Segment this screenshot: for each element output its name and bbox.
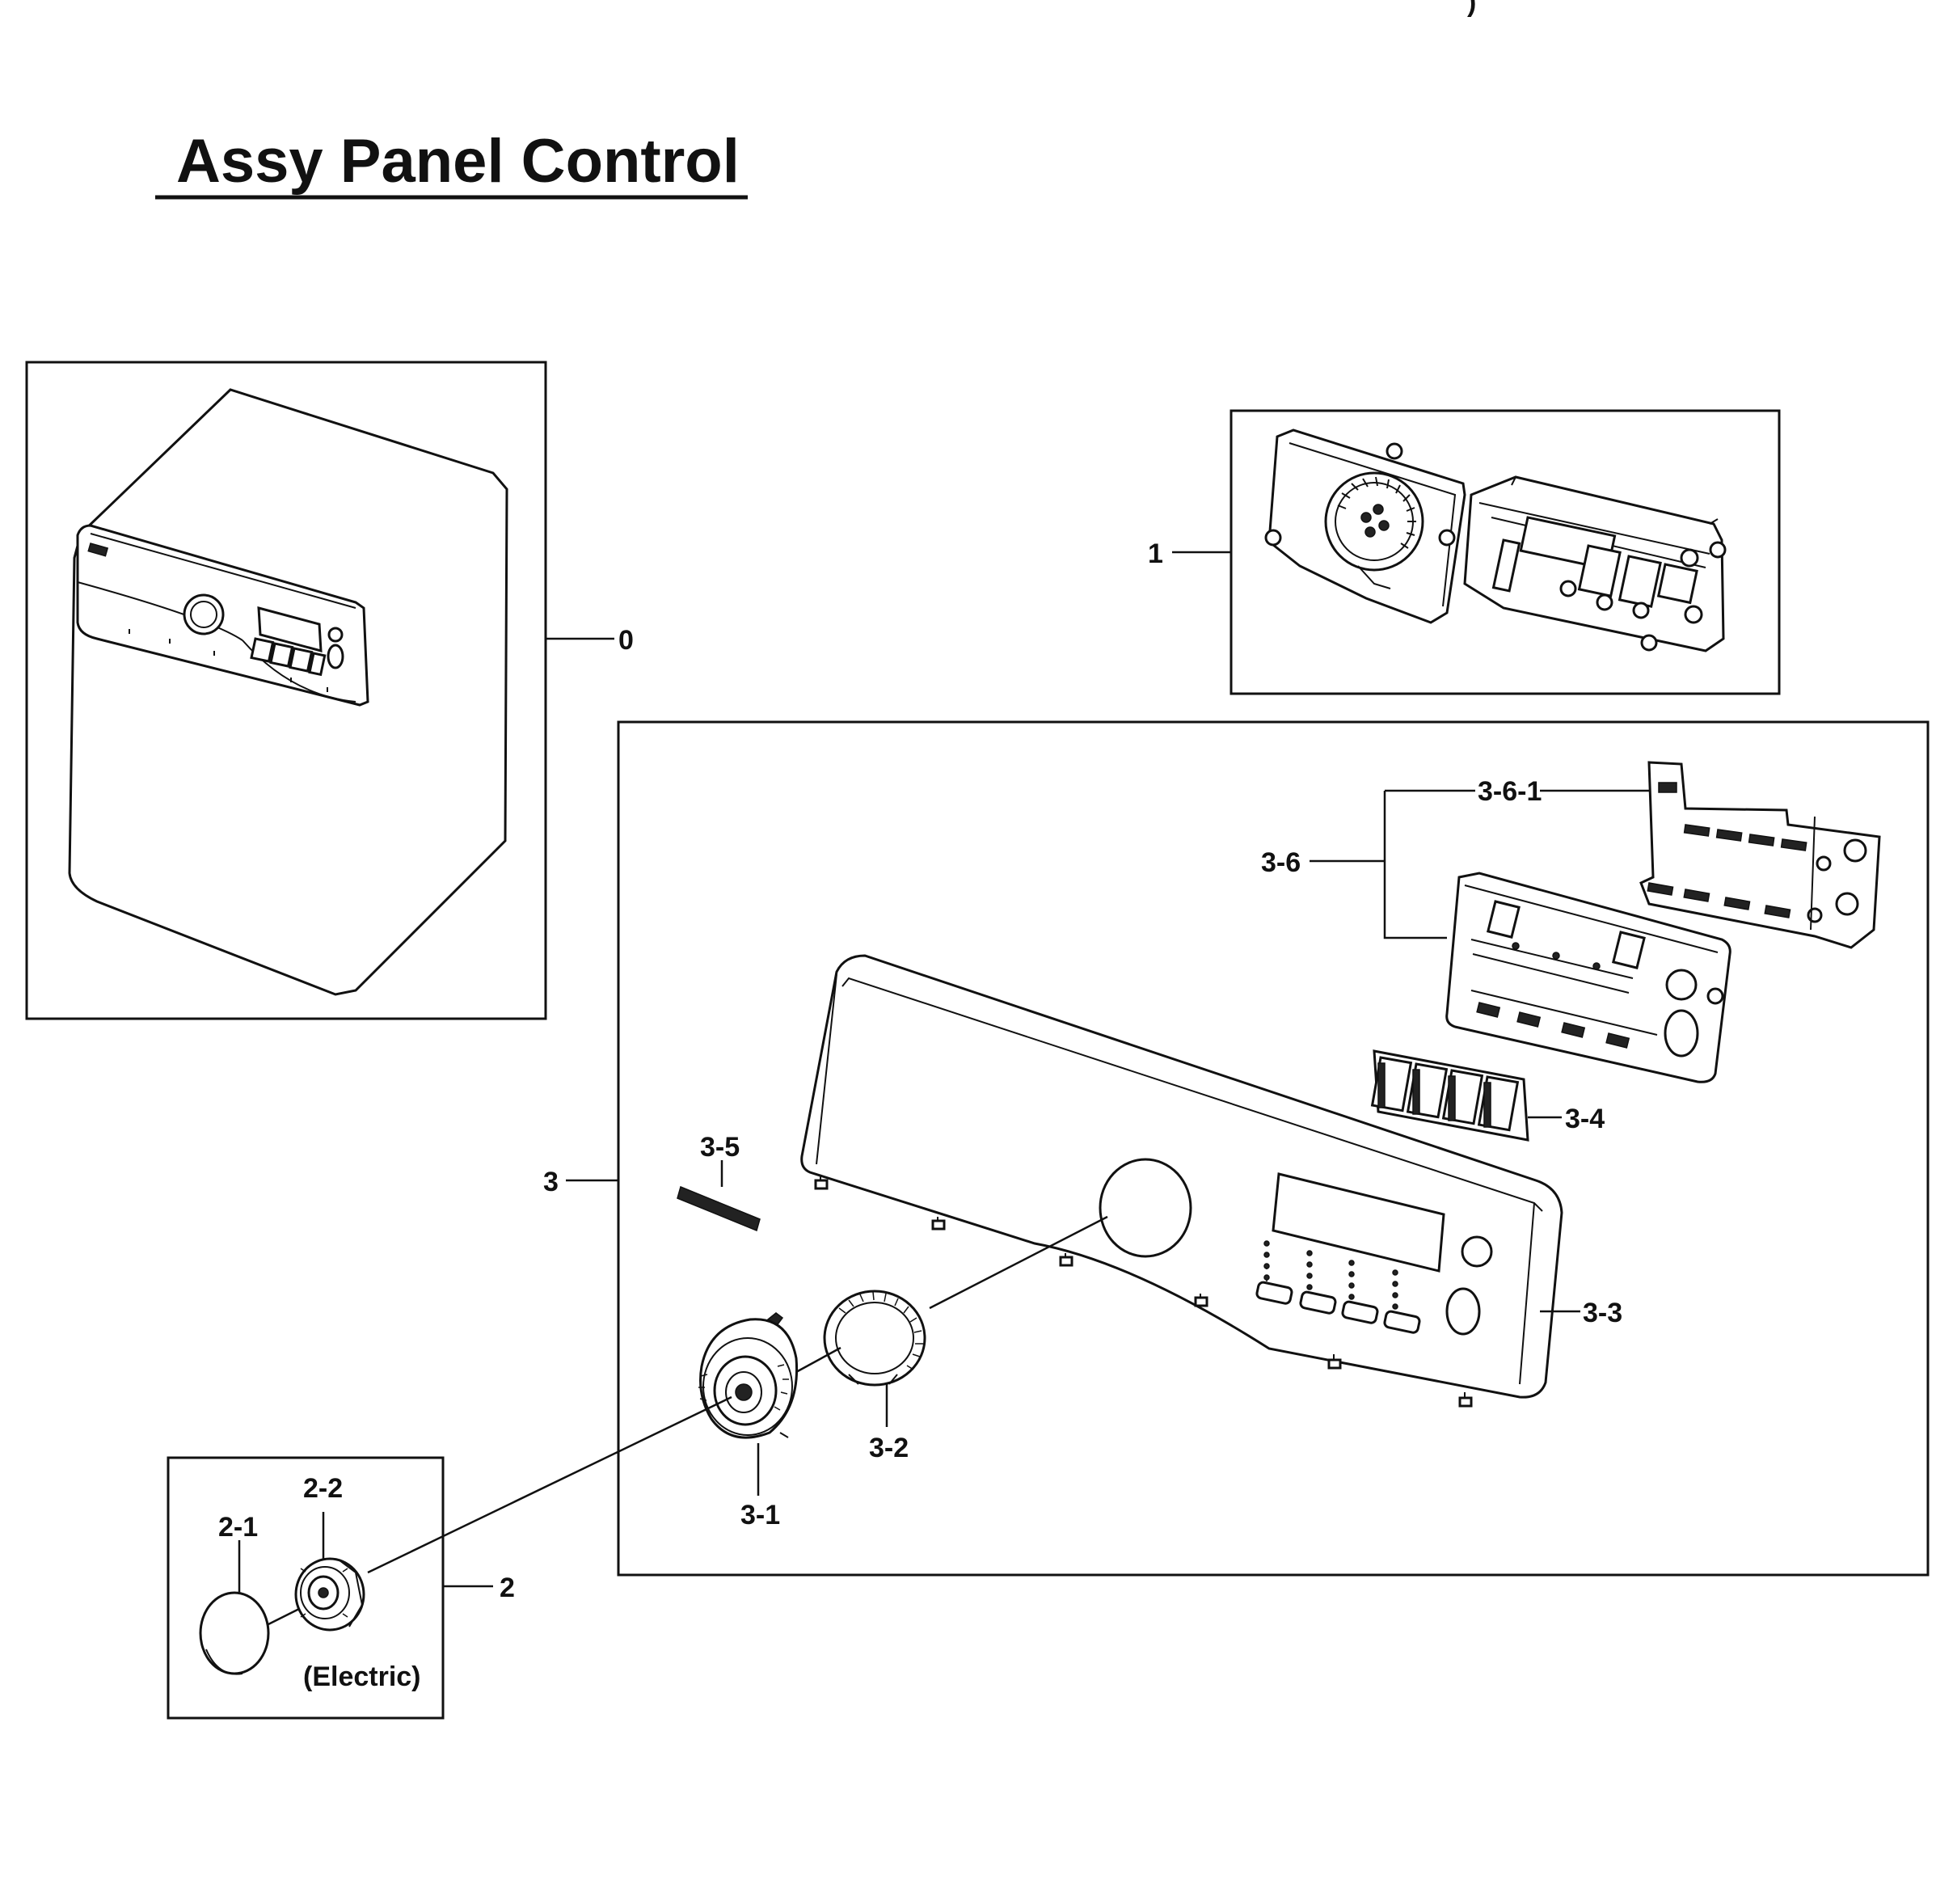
knob-cap-illustration — [199, 1591, 270, 1675]
button-set-illustration — [1370, 1049, 1529, 1142]
callout-3-4: 3-4 — [1565, 1104, 1605, 1134]
callout-3-5: 3-5 — [700, 1132, 740, 1163]
part-group-1: 1 — [1148, 409, 1781, 695]
explode-line-knob-electric — [367, 1395, 732, 1574]
explode-line-panel-ring — [929, 1215, 1108, 1310]
pcb-board-illustration — [1445, 872, 1731, 1083]
frame-2 — [167, 1456, 445, 1720]
part-group-3: 3-3 — [543, 720, 1930, 1577]
callout-3-6-1: 3-6-1 — [1478, 776, 1542, 807]
callout-2: 2 — [500, 1573, 515, 1603]
callout-3-1: 3-1 — [740, 1500, 780, 1530]
callout-3-6: 3-6 — [1261, 847, 1301, 878]
logo-badge-illustration — [677, 1185, 761, 1232]
part-group-0: 0 — [25, 361, 634, 1020]
explode-line-ring-knob — [795, 1346, 841, 1374]
callout-0: 0 — [618, 625, 634, 656]
frame-0 — [25, 361, 547, 1020]
pcb-assy-illustration — [1264, 429, 1727, 652]
dryer-illustration — [68, 388, 508, 996]
panel-illustration — [800, 954, 1563, 1408]
callout-1: 1 — [1148, 538, 1163, 569]
knob-base-illustration — [698, 1312, 799, 1439]
frame-3 — [617, 720, 1930, 1577]
callout-3-3: 3-3 — [1583, 1298, 1622, 1328]
electric-note: (Electric) — [303, 1661, 421, 1692]
part-group-2: 2-1 2-2 (Electric) 2 — [167, 1456, 515, 1720]
page-title: Assy Panel Control — [176, 127, 740, 196]
knob-body-illustration — [294, 1557, 365, 1632]
callout-3-2: 3-2 — [869, 1433, 909, 1463]
bracket-illustration — [1639, 761, 1881, 949]
callout-2-2: 2-2 — [303, 1473, 343, 1504]
callout-2-1: 2-1 — [218, 1512, 258, 1543]
corner-mark: ) — [1467, 0, 1476, 18]
dial-ring-illustration — [823, 1290, 926, 1387]
explode-line-cap-knob — [266, 1607, 300, 1627]
leader-3-6-bracket — [1310, 789, 1475, 939]
callout-3: 3 — [543, 1167, 559, 1197]
